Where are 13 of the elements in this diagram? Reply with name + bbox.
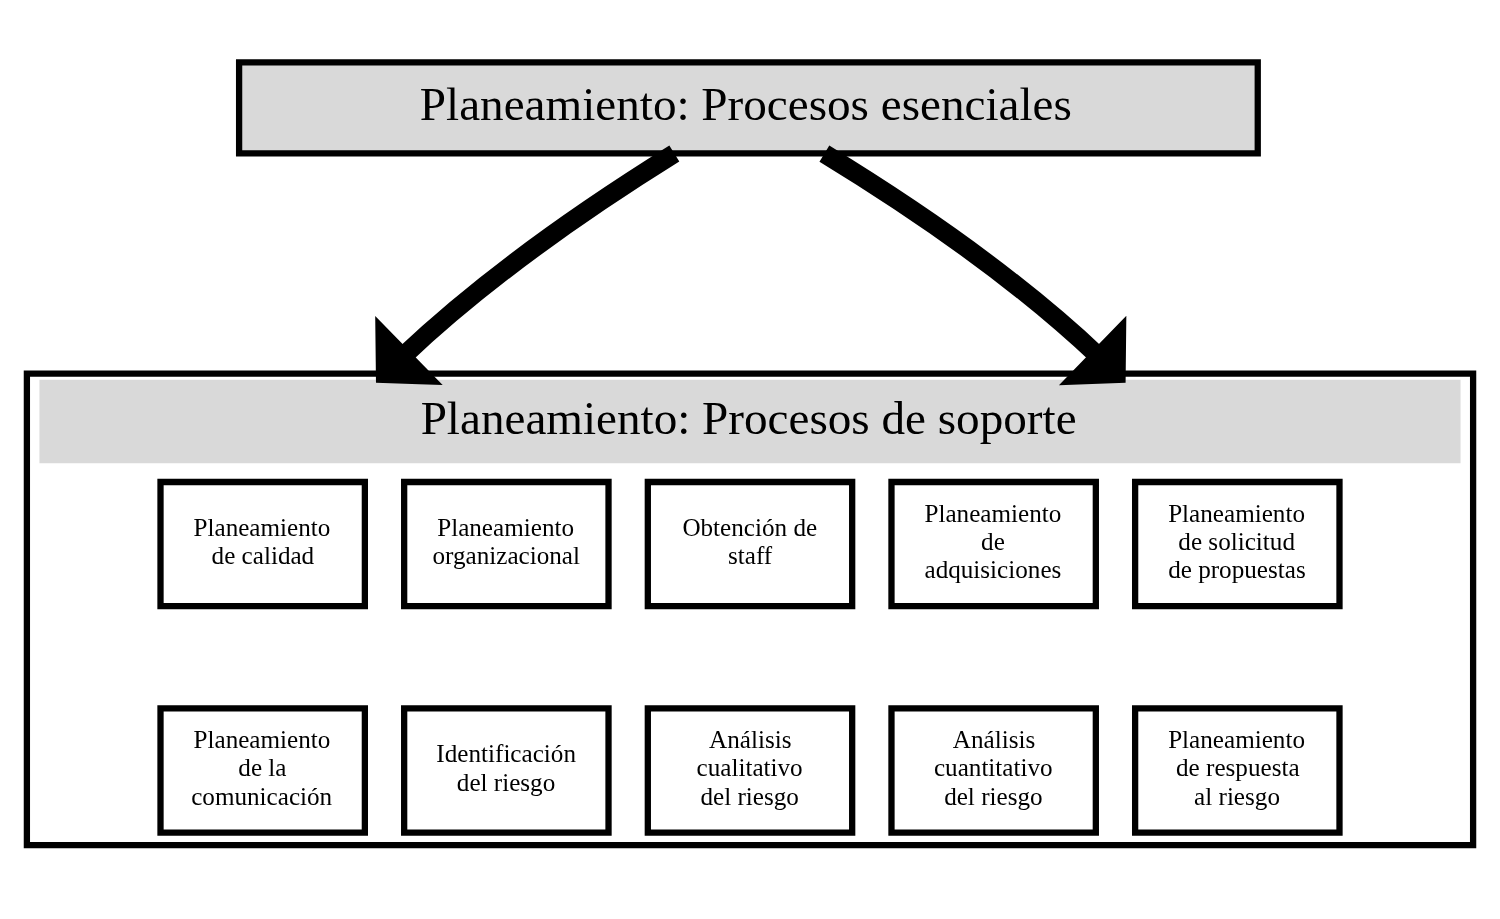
arrow [375,145,680,385]
node-box: Análisis cualitativo del riesgo [644,704,856,836]
node-box: Planeamiento de la comunicación [157,704,368,836]
node-box: Obtención de staff [644,478,856,609]
node-box: Planeamiento de solicitud de propuestas [1132,478,1343,609]
node-box: Identificación del riesgo [401,704,612,836]
arrow [819,145,1127,385]
node-box: Planeamiento de respuesta al riesgo [1132,704,1343,836]
node-box: Planeamiento organizacional [401,478,612,609]
node-box: Planeamiento: Procesos esenciales [235,58,1261,157]
node-box: Planeamiento de adquisiciones [888,478,1099,609]
node-box: Análisis cuantitativo del riesgo [888,704,1099,836]
node-box: Planeamiento de calidad [157,478,368,609]
